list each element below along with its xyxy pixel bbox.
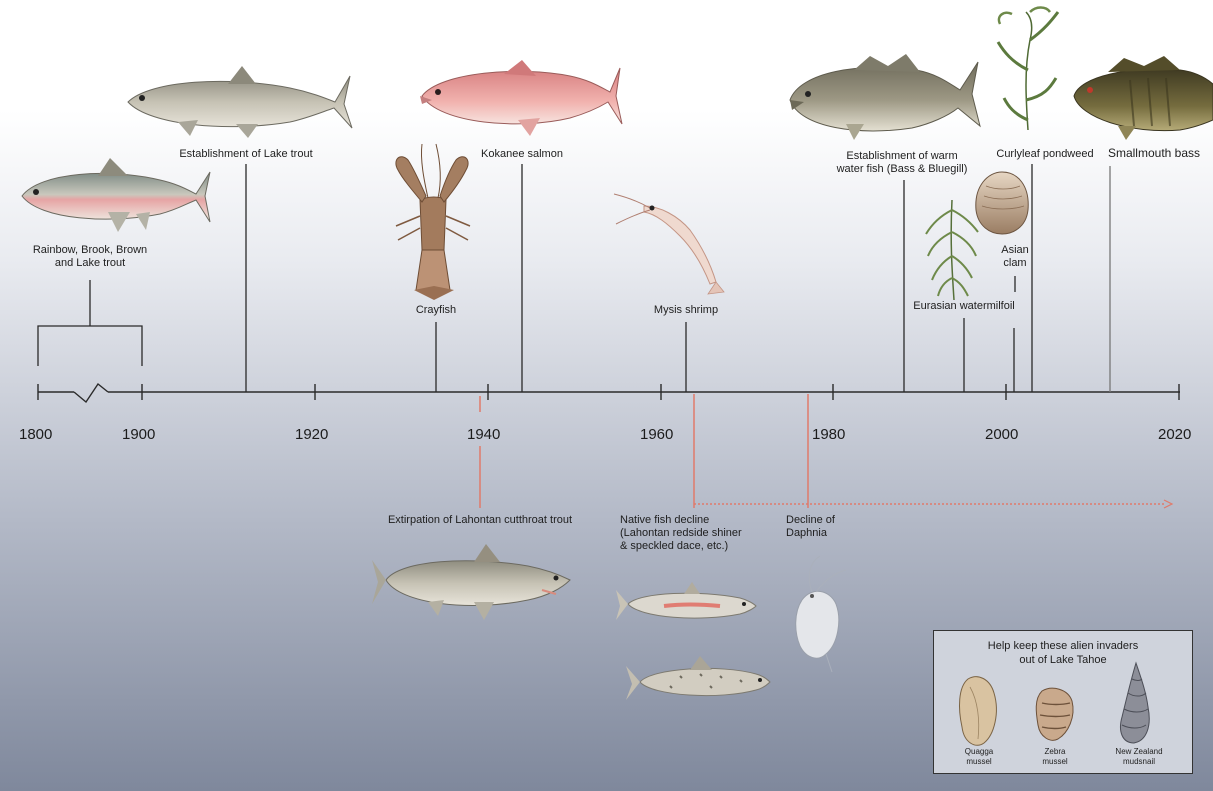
quagga-mussel-icon xyxy=(960,677,997,746)
event-label-cutthroat: Extirpation of Lahontan cutthroat trout xyxy=(372,514,588,527)
event-label-lake-trout: Establishment of Lake trout xyxy=(166,148,326,161)
mudsnail-icon xyxy=(1121,663,1150,743)
speckled-dace-icon xyxy=(626,656,770,700)
event-label-crayfish: Crayfish xyxy=(396,304,476,317)
smallmouth-bass-icon xyxy=(1074,56,1213,140)
event-label-native-decline: Native fish decline (Lahontan redside sh… xyxy=(620,514,770,553)
redside-shiner-icon xyxy=(616,582,756,620)
cutthroat-trout-icon xyxy=(372,544,570,620)
watermilfoil-icon xyxy=(926,200,978,300)
legend-label-zebra: Zebra mussel xyxy=(1030,747,1080,767)
lake-trout-icon xyxy=(128,66,352,138)
year-label-2000: 2000 xyxy=(985,426,1018,443)
decline-connectors xyxy=(480,394,1172,508)
crayfish-icon xyxy=(396,144,470,300)
asian-clam-icon xyxy=(976,172,1028,234)
daphnia-icon xyxy=(796,556,846,672)
event-label-asian-clam: Asian clam xyxy=(990,244,1040,270)
year-label-2020: 2020 xyxy=(1158,426,1191,443)
year-label-1960: 1960 xyxy=(640,426,673,443)
timeline-axis xyxy=(38,384,1180,402)
pondweed-icon xyxy=(998,8,1058,131)
event-label-rainbow: Rainbow, Brook, Brown and Lake trout xyxy=(20,244,160,270)
year-label-1800: 1800 xyxy=(19,426,52,443)
event-label-daphnia: Decline of Daphnia xyxy=(786,514,856,540)
largemouth-bass-icon xyxy=(790,54,980,140)
legend-label-quagga: Quagga mussel xyxy=(954,747,1004,767)
event-label-warmwater: Establishment of warm water fish (Bass &… xyxy=(820,150,984,176)
event-label-mysis: Mysis shrimp xyxy=(636,304,736,317)
mysis-shrimp-icon xyxy=(614,194,724,294)
kokanee-salmon-icon xyxy=(420,60,622,136)
event-label-smallmouth: Smallmouth bass xyxy=(1096,147,1212,160)
legend-label-mudsnail: New Zealand mudsnail xyxy=(1104,747,1174,767)
year-label-1900: 1900 xyxy=(122,426,155,443)
year-label-1920: 1920 xyxy=(295,426,328,443)
event-label-kokanee: Kokanee salmon xyxy=(462,148,582,161)
event-label-milfoil: Eurasian watermilfoil xyxy=(904,300,1024,313)
invaders-legend: Help keep these alien invaders out of La… xyxy=(933,630,1193,774)
zebra-mussel-icon xyxy=(1036,688,1073,740)
year-label-1940: 1940 xyxy=(467,426,500,443)
rainbow-trout-icon xyxy=(22,158,210,232)
year-label-1980: 1980 xyxy=(812,426,845,443)
event-label-curlyleaf: Curlyleaf pondweed xyxy=(990,148,1100,161)
